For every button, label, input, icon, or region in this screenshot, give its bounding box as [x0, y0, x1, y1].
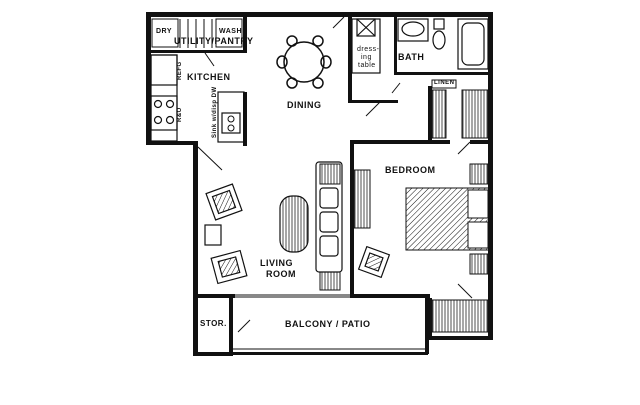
refrigerator-label: REFG — [177, 61, 183, 80]
bed — [405, 187, 491, 251]
dressing-table-label-1: dress- — [357, 46, 380, 53]
bath-fixtures — [351, 18, 489, 74]
bedroom-chair — [357, 245, 391, 279]
sink-dishwasher-label: Sink w/disp DW — [212, 86, 218, 138]
range-burners — [153, 99, 175, 125]
bath-label: BATH — [398, 52, 425, 62]
dining-table — [276, 35, 332, 89]
nightstands — [469, 163, 489, 275]
kitchen-counters — [150, 54, 245, 143]
dining-label: DINING — [287, 100, 322, 110]
utility-pantry-label: UTILITY/PANTRY — [174, 36, 254, 46]
living-room-label-line2: ROOM — [266, 269, 296, 279]
pantry-shelves — [179, 19, 213, 48]
dressing-table-label-2: ing — [361, 54, 372, 61]
sink — [227, 115, 235, 132]
closet-door-swings — [457, 141, 473, 299]
kitchen-door-swing — [204, 52, 215, 67]
balcony-sliding-door — [235, 294, 352, 298]
balcony-patio-label: BALCONY / PATIO — [285, 319, 371, 329]
living-door-swing — [197, 146, 251, 333]
closet-shelving — [353, 79, 489, 333]
linen-label: LINEN — [434, 80, 455, 86]
dryer-label: DRY — [156, 28, 173, 35]
bedroom-label: BEDROOM — [385, 165, 436, 175]
armchairs — [204, 183, 248, 285]
washer-dryer — [151, 18, 243, 48]
end-tables — [319, 163, 341, 291]
range-oven-label: R&O — [177, 107, 183, 122]
dressing-table-label-3: table — [358, 62, 376, 69]
living-room-label-line1: LIVING — [260, 258, 294, 268]
storage-label: STOR. — [200, 319, 227, 328]
kitchen-label: KITCHEN — [187, 72, 231, 82]
washer-label: WASH — [219, 28, 242, 35]
coffee-table — [279, 195, 309, 253]
entry-door-swing — [332, 16, 401, 117]
